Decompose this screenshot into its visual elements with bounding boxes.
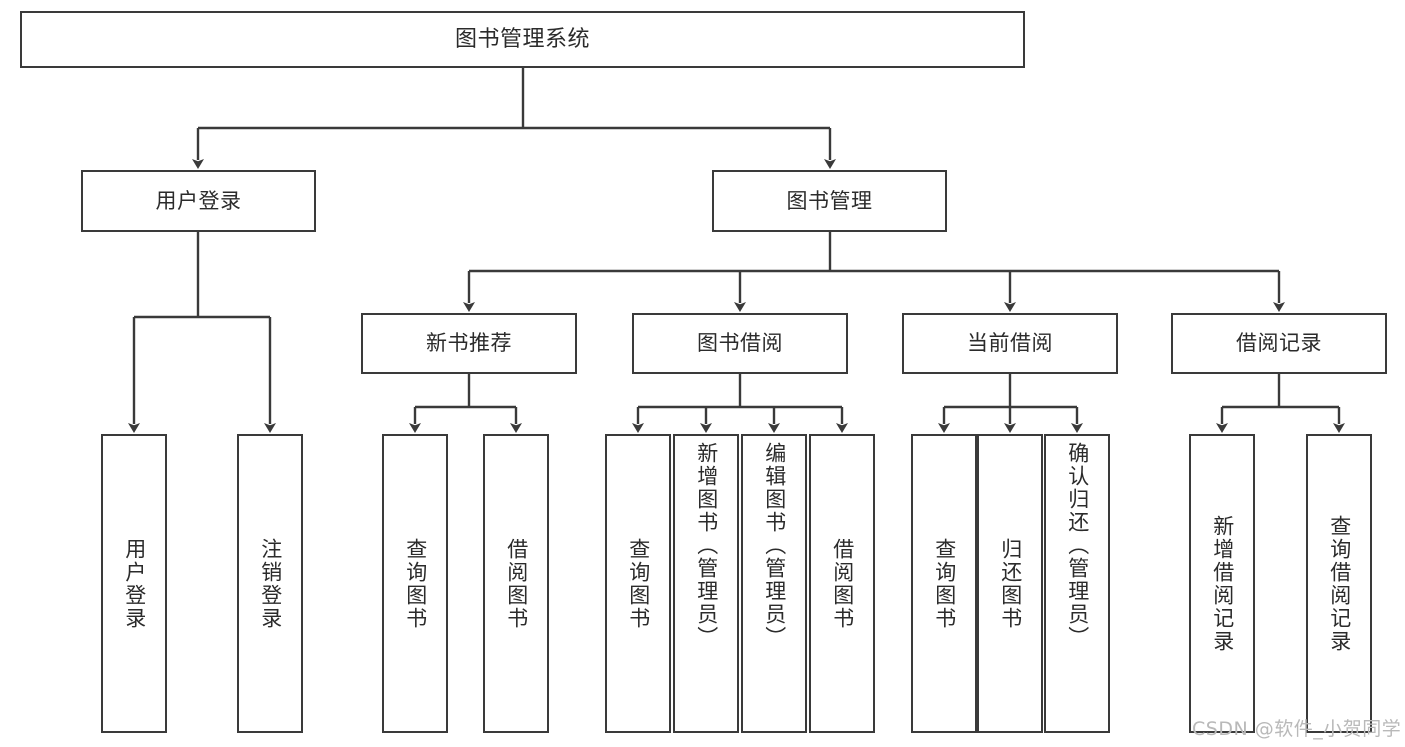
node-label: 新增借阅记录 bbox=[1210, 514, 1235, 653]
node-label: 图书借阅 bbox=[697, 331, 783, 356]
leaf-book-borrow-edit[interactable]: 编辑图书（管理员） bbox=[741, 434, 807, 733]
node-borrow-record[interactable]: 借阅记录 bbox=[1171, 313, 1387, 374]
node-label: 查询图书 bbox=[626, 537, 651, 630]
node-label: 用户登录 bbox=[122, 537, 147, 630]
leaf-new-book-borrow[interactable]: 借阅图书 bbox=[483, 434, 549, 733]
node-label: 借阅图书 bbox=[504, 537, 529, 630]
leaf-new-book-query[interactable]: 查询图书 bbox=[382, 434, 448, 733]
node-root-book-management-system[interactable]: 图书管理系统 bbox=[20, 11, 1025, 68]
node-label: 查询借阅记录 bbox=[1327, 514, 1352, 653]
leaf-current-borrow-query[interactable]: 查询图书 bbox=[911, 434, 977, 733]
node-label: 查询图书 bbox=[932, 537, 957, 630]
node-label: 图书管理 bbox=[786, 188, 873, 213]
node-label: 查询图书 bbox=[403, 537, 428, 630]
node-label: 注销登录 bbox=[258, 537, 283, 630]
node-label: 编辑图书（管理员） bbox=[762, 442, 787, 649]
node-label: 当前借阅 bbox=[967, 331, 1053, 356]
node-current-borrow[interactable]: 当前借阅 bbox=[902, 313, 1118, 374]
node-label: 新书推荐 bbox=[426, 331, 512, 356]
node-new-book-recommend[interactable]: 新书推荐 bbox=[361, 313, 577, 374]
leaf-borrow-record-add[interactable]: 新增借阅记录 bbox=[1189, 434, 1255, 733]
node-label: 借阅记录 bbox=[1236, 331, 1322, 356]
leaf-book-borrow-query[interactable]: 查询图书 bbox=[605, 434, 671, 733]
leaf-current-borrow-return[interactable]: 归还图书 bbox=[977, 434, 1043, 733]
node-label: 图书管理系统 bbox=[454, 26, 590, 52]
leaf-current-borrow-confirm-return[interactable]: 确认归还（管理员） bbox=[1044, 434, 1110, 733]
node-book-borrow[interactable]: 图书借阅 bbox=[632, 313, 848, 374]
node-label: 借阅图书 bbox=[830, 537, 855, 630]
node-book-management[interactable]: 图书管理 bbox=[712, 170, 947, 232]
leaf-user-login-login[interactable]: 用户登录 bbox=[101, 434, 167, 733]
node-label: 确认归还（管理员） bbox=[1065, 442, 1090, 649]
leaf-book-borrow-add[interactable]: 新增图书（管理员） bbox=[673, 434, 739, 733]
node-label: 归还图书 bbox=[998, 537, 1023, 630]
node-user-login[interactable]: 用户登录 bbox=[81, 170, 316, 232]
node-label: 用户登录 bbox=[155, 188, 242, 213]
csdn-watermark: CSDN @软件_小贺同学 bbox=[1192, 718, 1402, 740]
leaf-borrow-record-query[interactable]: 查询借阅记录 bbox=[1306, 434, 1372, 733]
leaf-book-borrow-borrow[interactable]: 借阅图书 bbox=[809, 434, 875, 733]
leaf-user-login-logout[interactable]: 注销登录 bbox=[237, 434, 303, 733]
node-label: 新增图书（管理员） bbox=[694, 442, 719, 649]
